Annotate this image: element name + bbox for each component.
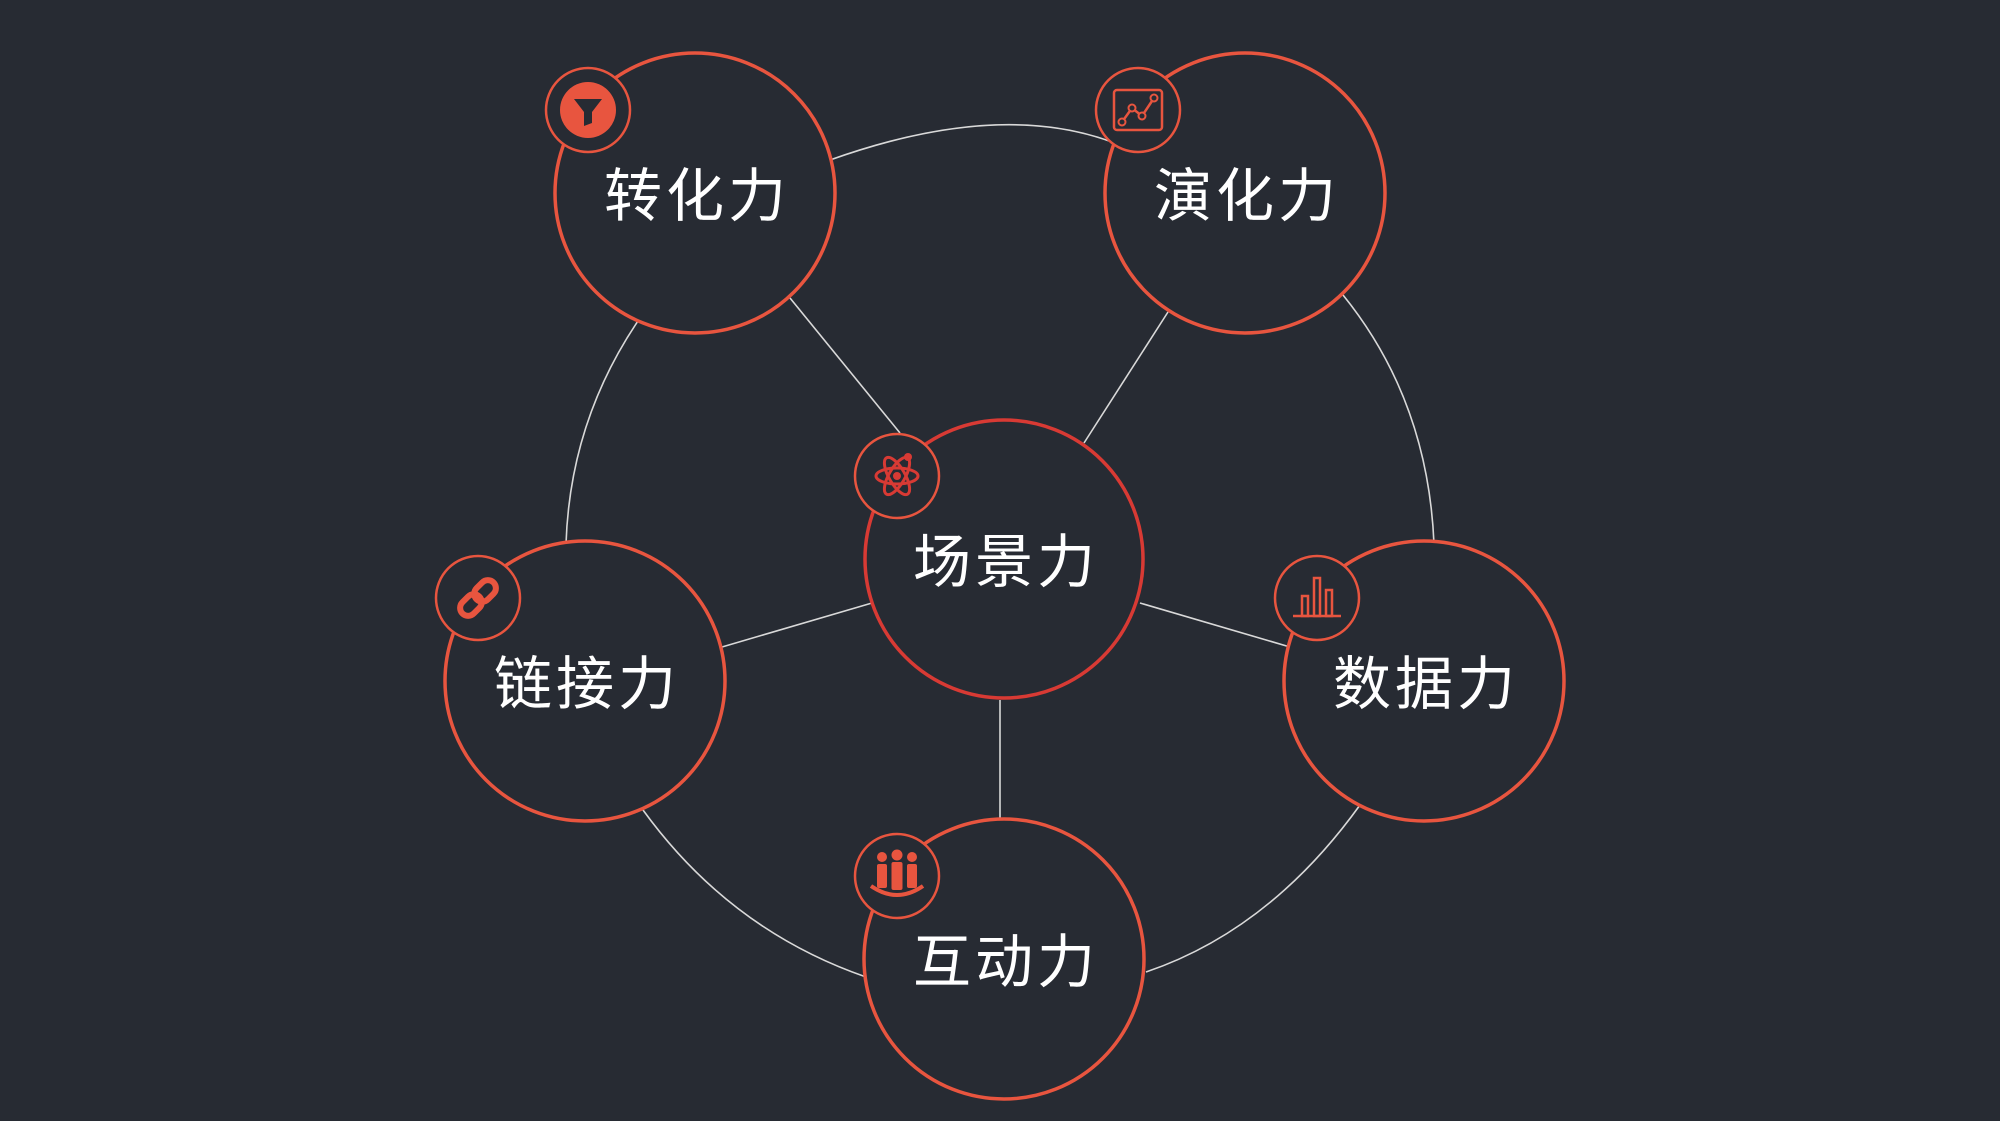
link-icon [434,554,522,642]
spoke-conversion [789,297,901,434]
spoke-evolution [1083,311,1169,444]
arc-data-interaction [1145,804,1361,973]
conversion-label: 转化力 [604,162,790,230]
atom-icon [853,432,941,520]
interaction-label: 互动力 [913,928,1099,996]
center-label: 场景力 [913,528,1099,596]
spoke-linking [721,602,873,648]
evolution-label: 演化力 [1154,162,1340,230]
node-center: 场景力 [853,418,1145,700]
node-interaction: 互动力 [853,817,1146,1101]
spoke-connectors [721,297,1291,820]
arc-linking-conversion [565,317,641,545]
arc-interaction-linking [642,809,867,978]
arc-evolution-data [1342,294,1435,545]
spoke-data [1139,602,1291,648]
node-data: 数据力 [1273,539,1566,823]
node-linking: 链接力 [434,539,727,823]
bar-chart-icon [1273,554,1361,642]
node-conversion: 转化力 [544,51,837,335]
outer-ring-connectors [565,123,1435,978]
arc-conversion-evolution [829,123,1113,161]
line-chart-icon [1094,66,1182,154]
filter-icon [544,66,632,154]
linking-label: 链接力 [494,650,680,718]
node-evolution: 演化力 [1094,51,1387,335]
data-label: 数据力 [1333,650,1519,718]
group-icon [853,832,941,920]
